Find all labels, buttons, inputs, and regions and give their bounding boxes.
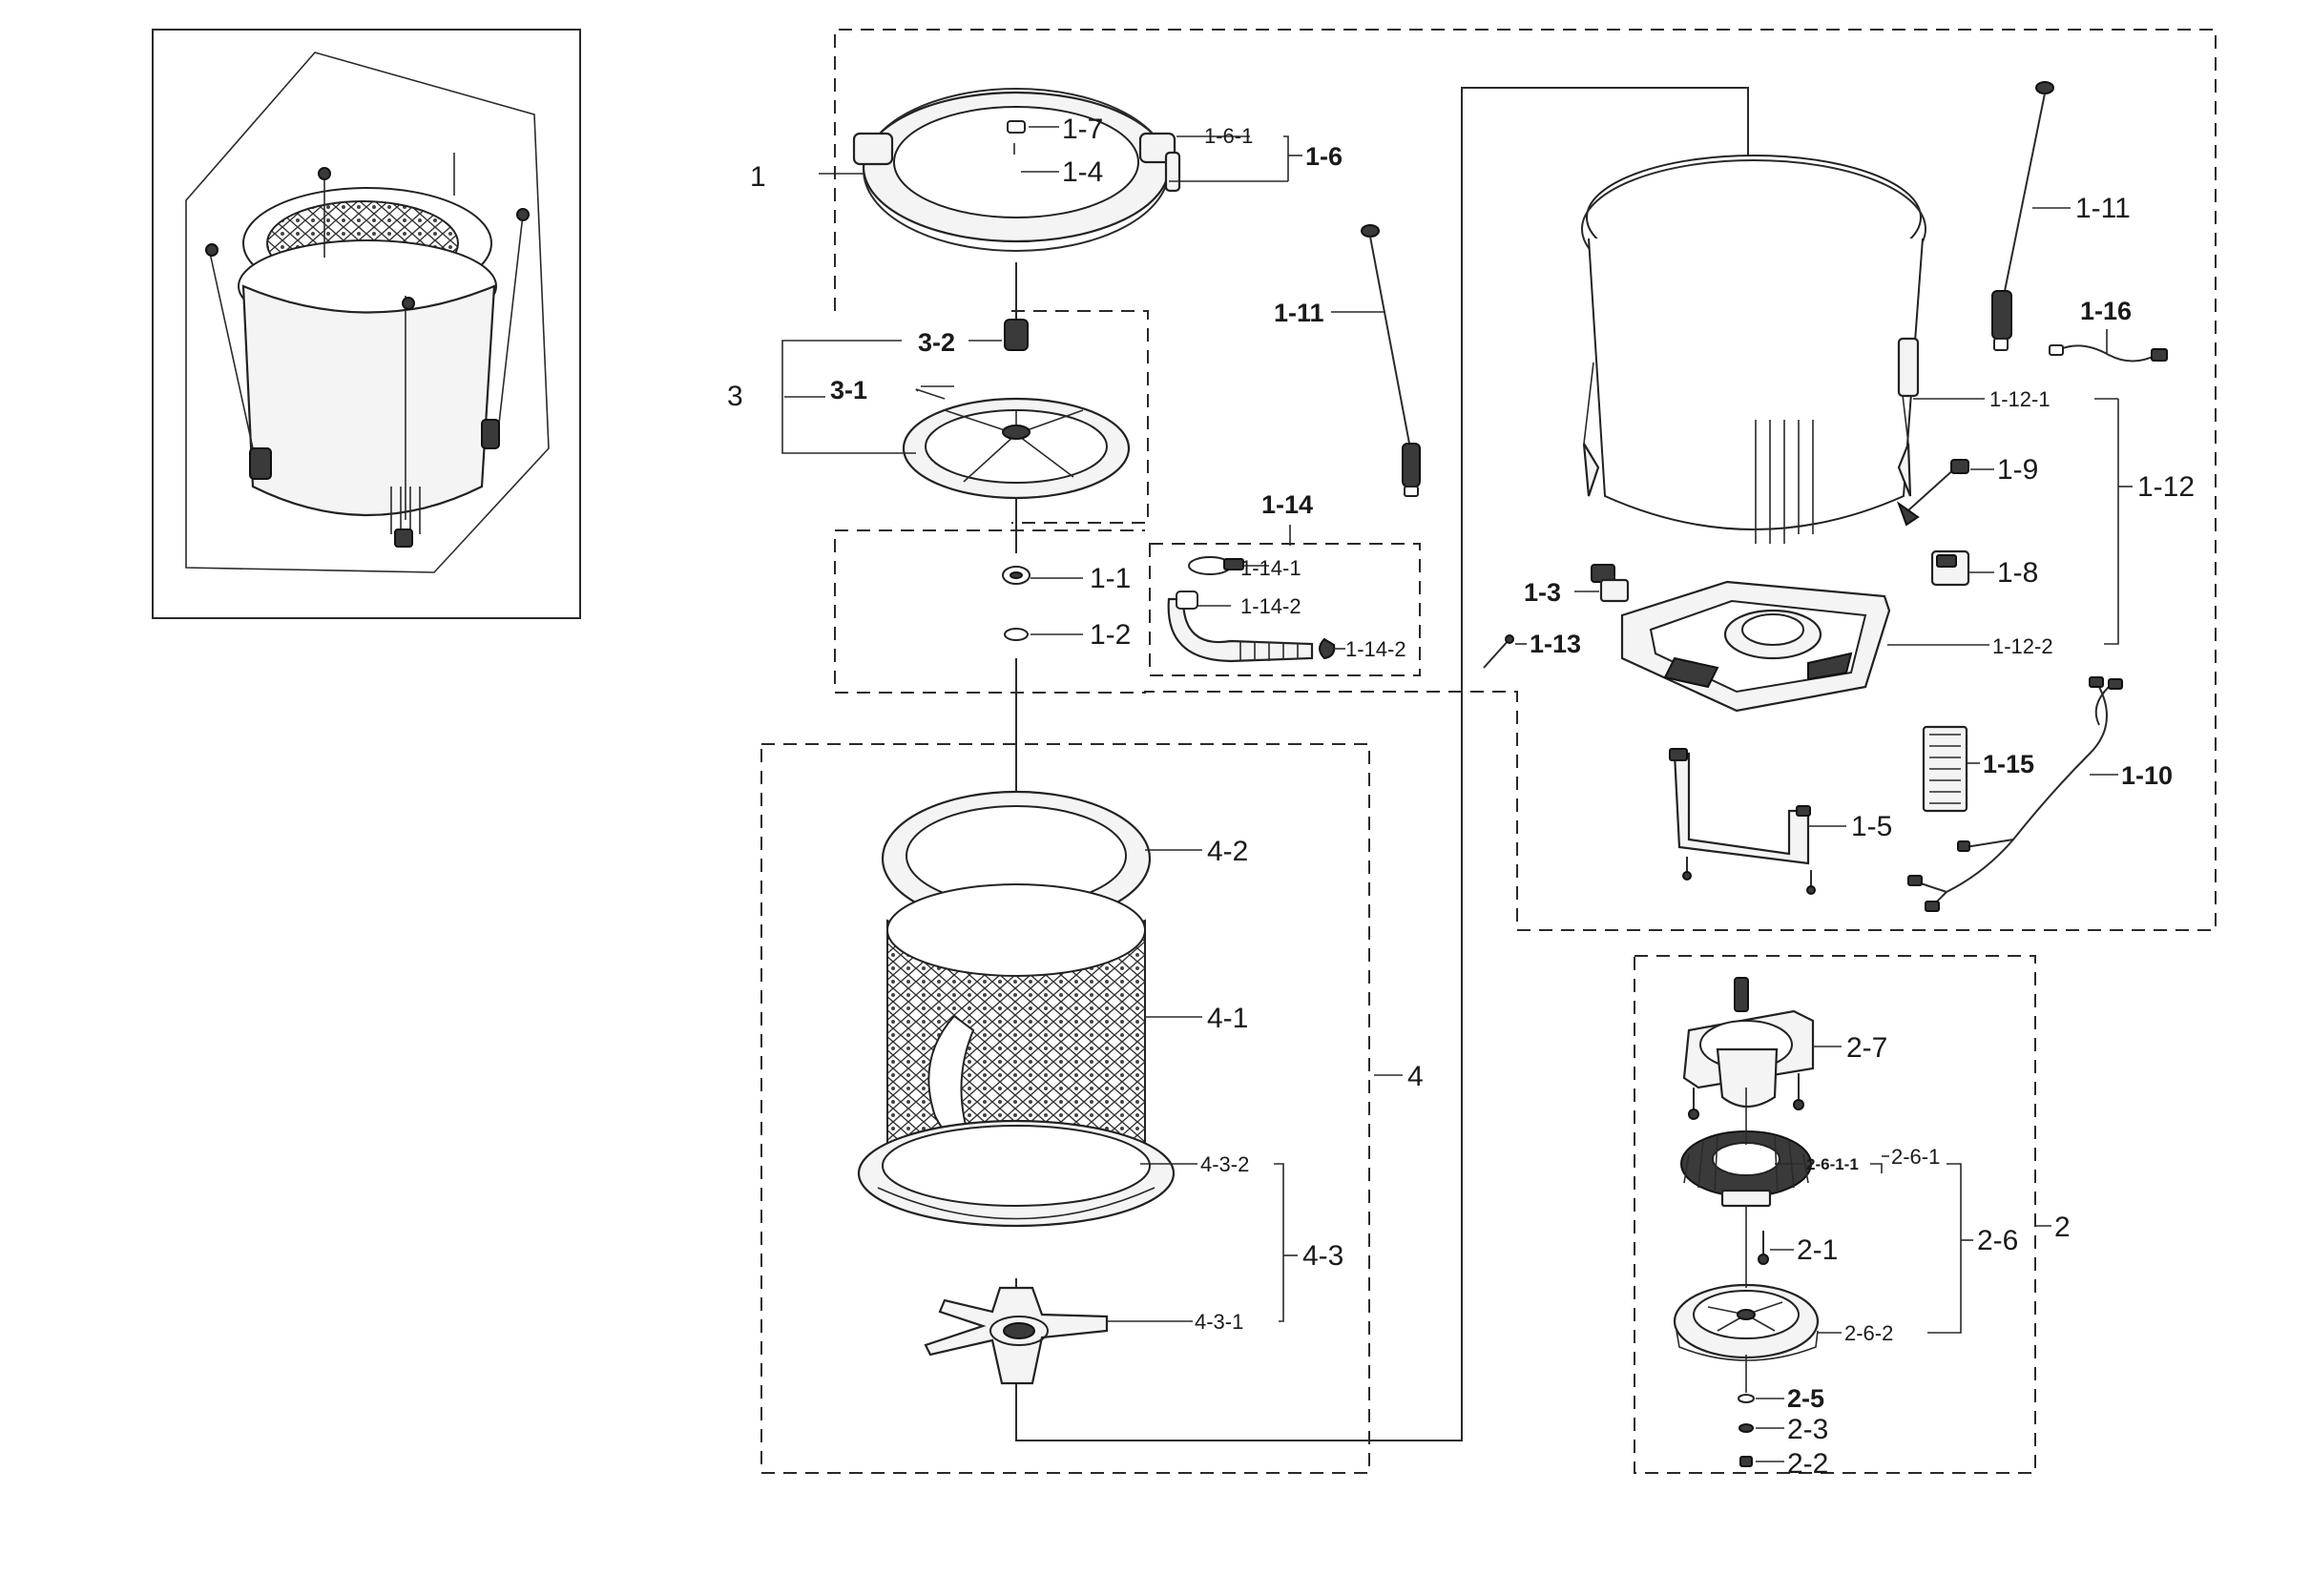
tub-base-icon bbox=[1620, 580, 1891, 713]
suspension-rod-1-11-left bbox=[1361, 224, 1421, 497]
label-2: 2 bbox=[2054, 1212, 2071, 1243]
label-1-10: 1-10 bbox=[2121, 761, 2173, 790]
label-3-1: 3-1 bbox=[830, 376, 867, 404]
group-1-14-outline bbox=[1149, 543, 1421, 676]
label-1-13: 1-13 bbox=[1530, 630, 1581, 658]
label-1-12-1: 1-12-1 bbox=[1989, 387, 2051, 411]
label-1-12: 1-12 bbox=[2137, 471, 2195, 503]
label-2-6: 2-6 bbox=[1977, 1225, 2018, 1256]
nut-2-2 bbox=[1739, 1456, 1753, 1467]
label-1-1: 1-1 bbox=[1090, 563, 1131, 594]
label-4-2: 4-2 bbox=[1207, 836, 1248, 867]
label-1-6: 1-6 bbox=[1305, 142, 1343, 171]
outer-tub-icon bbox=[1581, 155, 1926, 544]
label-2-6-2: 2-6-2 bbox=[1844, 1321, 1893, 1345]
rotor-icon bbox=[1673, 1283, 1820, 1361]
label-1-3: 1-3 bbox=[1524, 578, 1561, 607]
assembled-washer-tub-icon bbox=[185, 52, 550, 573]
label-4-3: 4-3 bbox=[1302, 1240, 1343, 1272]
label-1-14-2-clamp: 1-14-2 bbox=[1345, 637, 1406, 661]
bracket-1-5 bbox=[1669, 748, 1816, 895]
label-2-3: 2-3 bbox=[1787, 1414, 1828, 1445]
cable-1-16 bbox=[2049, 329, 2168, 363]
washer-2-5 bbox=[1738, 1394, 1755, 1403]
motor-assembly-icon bbox=[1682, 977, 1815, 1120]
label-1-15: 1-15 bbox=[1983, 750, 2034, 778]
cap-1-7 bbox=[1007, 120, 1026, 134]
group-1-outline bbox=[834, 29, 2217, 931]
label-1-12-2: 1-12-2 bbox=[1992, 634, 2053, 658]
label-1-11-left: 1-11 bbox=[1274, 299, 1324, 327]
label-2-6-1: 2-6-1 bbox=[1891, 1145, 1940, 1169]
label-1-14: 1-14 bbox=[1261, 490, 1313, 519]
group-2-outline bbox=[1634, 955, 2036, 1474]
label-2-7: 2-7 bbox=[1846, 1032, 1887, 1064]
label-1-14-2-hose: 1-14-2 bbox=[1240, 594, 1301, 618]
label-2-2: 2-2 bbox=[1787, 1448, 1828, 1480]
label-4-3-1: 4-3-1 bbox=[1195, 1310, 1243, 1334]
label-1-11-right: 1-11 bbox=[2075, 193, 2131, 224]
label-1-7: 1-7 bbox=[1062, 114, 1103, 145]
bolt-2-1 bbox=[1758, 1231, 1769, 1265]
label-1-2: 1-2 bbox=[1090, 619, 1131, 651]
washer-1-1 bbox=[1002, 566, 1031, 585]
label-1-8: 1-8 bbox=[1997, 557, 2038, 589]
label-4: 4 bbox=[1407, 1061, 1424, 1092]
label-4-3-2: 4-3-2 bbox=[1200, 1152, 1249, 1176]
tub-cover-ring-icon bbox=[852, 88, 1181, 252]
bolt-3-2 bbox=[1004, 319, 1029, 351]
label-1-16: 1-16 bbox=[2080, 297, 2132, 325]
valve-1-3 bbox=[1591, 564, 1630, 603]
screw-1-13 bbox=[1483, 634, 1514, 669]
suspension-rod-1-11-right bbox=[1991, 81, 2054, 351]
label-1-9: 1-9 bbox=[1997, 454, 2038, 486]
filter-1-15 bbox=[1922, 725, 1968, 813]
overview-inset bbox=[152, 29, 581, 619]
assembly-group-outlines bbox=[760, 29, 2217, 1474]
label-1-14-1: 1-14-1 bbox=[1240, 556, 1301, 580]
harness-1-10 bbox=[1907, 676, 2123, 912]
clamp-1-14-2 bbox=[1319, 637, 1336, 660]
label-1-5: 1-5 bbox=[1851, 811, 1892, 842]
group-3-outline bbox=[1011, 310, 1149, 524]
label-2-5: 2-5 bbox=[1787, 1384, 1824, 1413]
washer-2-3 bbox=[1738, 1423, 1754, 1433]
group-4-outline bbox=[760, 743, 1370, 1474]
inner-basket-icon bbox=[857, 790, 1176, 1228]
block-1-8 bbox=[1930, 549, 1970, 587]
label-1-6-1: 1-6-1 bbox=[1204, 124, 1253, 148]
label-2-6-1-1: 2-6-1-1 bbox=[1806, 1155, 1859, 1173]
label-3-2: 3-2 bbox=[918, 328, 955, 357]
hose-1-14-2 bbox=[1167, 591, 1314, 663]
label-1-4: 1-4 bbox=[1062, 156, 1103, 188]
pulsator-icon bbox=[902, 397, 1131, 500]
label-4-1: 4-1 bbox=[1207, 1003, 1248, 1034]
label-1: 1 bbox=[750, 161, 766, 193]
clip-1-14-1 bbox=[1188, 556, 1244, 575]
washer-1-2 bbox=[1004, 628, 1029, 641]
part-labels: 1 1-7 1-4 1-6-1 1-6 3 3-2 3-1 1-1 1-2 1-… bbox=[727, 114, 2195, 1480]
label-3: 3 bbox=[727, 381, 743, 412]
label-2-1: 2-1 bbox=[1797, 1234, 1838, 1266]
sensor-1-9 bbox=[1896, 459, 1969, 527]
spin-flange-icon bbox=[924, 1286, 1109, 1385]
